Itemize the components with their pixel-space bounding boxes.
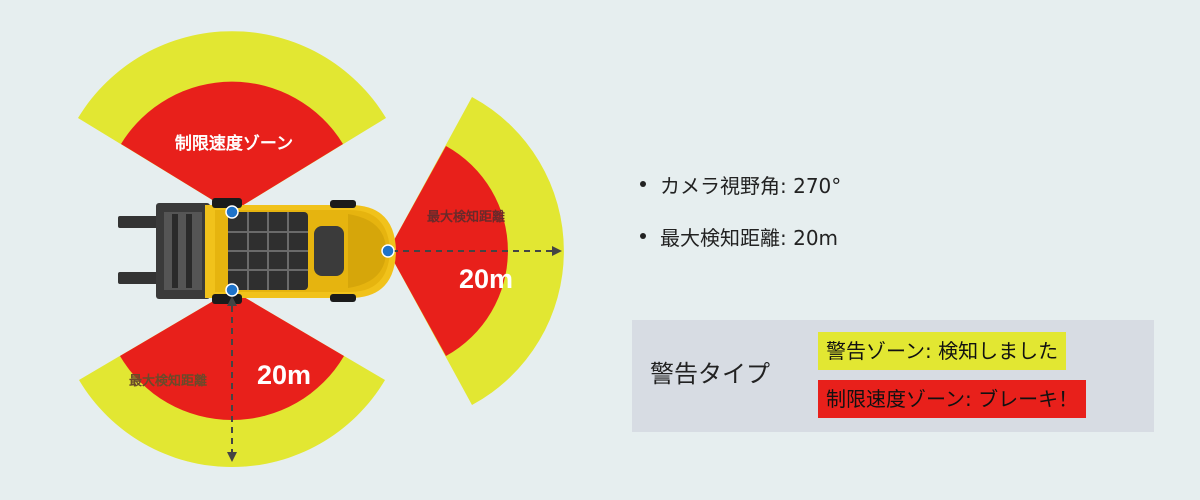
legend-warning-zone: 警告ゾーン: 検知しました (818, 332, 1067, 370)
spec-item-fov: カメラ視野角: 270° (640, 166, 841, 202)
distance-label-bottom: 20m (257, 360, 311, 390)
right-arrowhead (552, 246, 562, 256)
seat (314, 226, 344, 276)
camera-dot-right (381, 244, 395, 258)
detect-label-bottom: 最大検知距離 (129, 373, 207, 389)
bottom-arrowhead-up (227, 296, 237, 306)
top-zone (78, 31, 386, 212)
bottom-arrowhead-down (227, 452, 237, 462)
legend-speed-zone: 制限速度ゾーン: ブレーキ！ (818, 380, 1087, 418)
counterweight (348, 214, 386, 288)
camera-dot-top (225, 205, 239, 219)
bullet-icon (640, 181, 646, 187)
spec-text: カメラ視野角: 270° (660, 173, 842, 198)
wheel-rear-bottom (330, 294, 356, 302)
wheel-front-top (212, 198, 242, 208)
spec-text: 最大検知距離: 20m (660, 225, 839, 250)
top-speed-zone (121, 81, 343, 212)
forklift-zone-diagram: 制限速度ゾーン 最大検知距離 20m 最大検知距離 20m (78, 31, 564, 468)
detect-label-right: 最大検知距離 (427, 209, 505, 225)
spec-list: カメラ視野角: 270° 最大検知距離: 20m (640, 166, 841, 270)
warning-type-legend: 警告タイプ 警告ゾーン: 検知しました 制限速度ゾーン: ブレーキ！ (632, 320, 1154, 432)
wheel-rear-top (330, 200, 356, 208)
distance-label-right: 20m (459, 264, 513, 294)
camera-dot-bottom (225, 283, 239, 297)
bullet-icon (640, 233, 646, 239)
speed-zone-label: 制限速度ゾーン (175, 133, 293, 154)
wheel-front-bottom (212, 294, 242, 304)
legend-title: 警告タイプ (650, 360, 770, 388)
spec-item-range: 最大検知距離: 20m (640, 218, 841, 254)
forklift (118, 198, 396, 304)
